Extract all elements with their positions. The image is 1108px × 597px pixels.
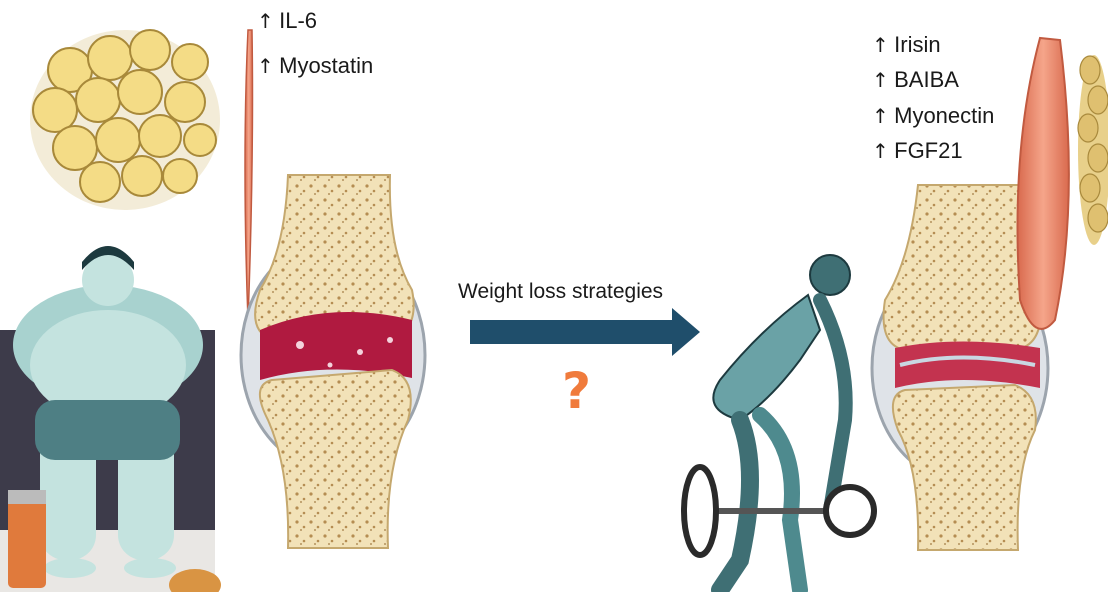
small-fat-tissue-icon <box>1078 55 1108 245</box>
left-marker-myostatin: ↑ Myostatin <box>257 53 373 79</box>
up-arrow-icon: ↑ <box>872 103 888 129</box>
marker-label: BAIBA <box>894 67 959 92</box>
right-marker-fgf21: ↑ FGF21 <box>872 138 963 164</box>
up-arrow-icon: ↑ <box>872 138 888 164</box>
large-muscle-icon <box>1018 38 1069 329</box>
up-arrow-icon: ↑ <box>257 8 273 34</box>
soda-can-icon <box>8 490 46 588</box>
marker-label: Myonectin <box>894 103 994 128</box>
marker-label: IL-6 <box>279 8 317 33</box>
inflamed-knee-joint-icon <box>241 175 425 548</box>
question-mark-icon: ? <box>562 362 591 420</box>
right-marker-irisin: ↑ Irisin <box>872 32 941 58</box>
fat-tissue-icon <box>30 30 220 210</box>
marker-label: Irisin <box>894 32 940 57</box>
up-arrow-icon: ↑ <box>872 32 888 58</box>
up-arrow-icon: ↑ <box>872 67 888 93</box>
marker-label: FGF21 <box>894 138 962 163</box>
weight-loss-strategies-label: Weight loss strategies <box>458 280 663 304</box>
left-marker-il6: ↑ IL-6 <box>257 8 317 34</box>
right-marker-baiba: ↑ BAIBA <box>872 67 959 93</box>
weightlifter-icon <box>684 255 874 590</box>
right-arrow-icon <box>470 308 700 356</box>
right-marker-myonectin: ↑ Myonectin <box>872 103 994 129</box>
thin-muscle-icon <box>245 30 253 320</box>
marker-label: Myostatin <box>279 53 373 78</box>
up-arrow-icon: ↑ <box>257 53 273 79</box>
